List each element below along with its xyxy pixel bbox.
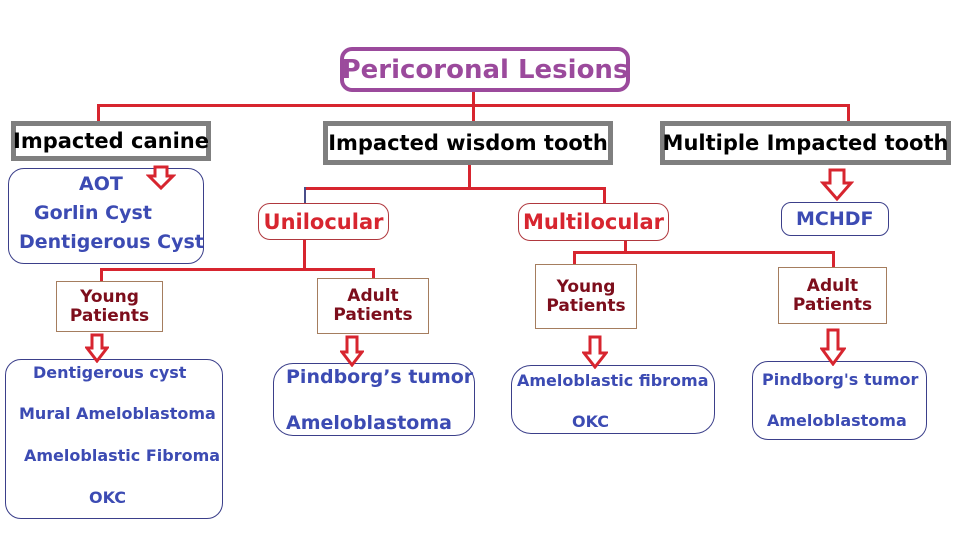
lesion-item: OKC: [89, 488, 127, 507]
patient-label-line1: Adult: [806, 275, 859, 296]
connector-unilocular-down: [303, 240, 306, 270]
connector-to-wisdom: [472, 104, 475, 124]
connector-to-unilocular: [304, 187, 306, 203]
category-impacted-wisdom-tooth: Impacted wisdom tooth: [323, 121, 613, 165]
connector-to-uni-young: [100, 268, 103, 282]
connector-to-multiple: [847, 104, 850, 124]
lesion-item: Ameloblastic fibroma: [517, 371, 709, 390]
connector-wisdom-down: [468, 165, 471, 189]
connector-to-multilocular: [603, 187, 606, 203]
patient-label-line1: Young: [80, 286, 139, 307]
multi-adult-lesion-list: Pindborg's tumor Ameloblastoma: [752, 361, 927, 440]
type-unilocular: Unilocular: [258, 203, 389, 240]
connector-to-multi-young: [573, 251, 576, 265]
connector-to-multi-adult: [832, 251, 835, 267]
unilocular-adult-patients: Adult Patients: [317, 278, 429, 334]
lesion-item: Pindborg's tumor: [762, 370, 919, 389]
lesion-item: AOT: [79, 173, 123, 195]
down-arrow-icon: [582, 335, 608, 369]
connector-unilocular-horizontal: [100, 268, 375, 271]
connector-wisdom-horizontal: [304, 187, 606, 190]
lesion-item: Ameloblastic Fibroma: [24, 446, 221, 465]
lesion-item: Gorlin Cyst: [34, 202, 152, 224]
patient-label-line2: Patients: [546, 295, 626, 316]
uni-adult-lesion-list: Pindborg’s tumor Ameloblastoma: [273, 363, 475, 436]
connector-multilocular-down: [624, 240, 627, 254]
multilocular-young-patients: Young Patients: [535, 264, 637, 329]
unilocular-young-patients: Young Patients: [56, 281, 163, 332]
connector-to-canine: [97, 104, 100, 124]
down-arrow-icon: [820, 168, 854, 202]
diagram-title: Pericoronal Lesions: [340, 47, 630, 92]
category-multiple-impacted-tooth: Multiple Impacted tooth: [660, 121, 951, 165]
lesion-item: Dentigerous Cyst: [19, 231, 204, 253]
uni-young-lesion-list: Dentigerous cyst Mural Ameloblastoma Ame…: [5, 359, 223, 519]
down-arrow-icon: [85, 333, 109, 363]
category-impacted-canine: Impacted canine: [11, 121, 211, 161]
patient-label-line1: Adult: [347, 286, 399, 306]
type-multilocular: Multilocular: [518, 203, 669, 241]
lesion-item: OKC: [572, 412, 610, 431]
multilocular-adult-patients: Adult Patients: [778, 267, 887, 324]
multiple-lesion-list: MCHDF: [781, 202, 889, 236]
patient-label-line2: Patients: [792, 294, 873, 315]
down-arrow-icon: [820, 328, 846, 366]
lesion-item: Ameloblastoma: [286, 412, 452, 434]
lesion-item: Mural Ameloblastoma: [19, 404, 216, 423]
connector-to-uni-adult: [372, 268, 375, 280]
lesion-item: Pindborg’s tumor: [286, 366, 474, 388]
down-arrow-icon: [146, 165, 176, 191]
lesion-item: MCHDF: [796, 208, 874, 230]
canine-lesion-list: AOT Gorlin Cyst Dentigerous Cyst: [8, 168, 204, 264]
patient-label-line2: Patients: [69, 305, 150, 326]
patient-label-line1: Young: [556, 276, 616, 297]
connector-title-down: [472, 90, 475, 106]
connector-multilocular-horizontal: [573, 251, 835, 254]
multi-young-lesion-list: Ameloblastic fibroma OKC: [511, 365, 715, 434]
lesion-item: Dentigerous cyst: [33, 363, 187, 382]
patient-label-line2: Patients: [333, 305, 413, 325]
down-arrow-icon: [340, 335, 364, 367]
lesion-item: Ameloblastoma: [767, 411, 907, 430]
